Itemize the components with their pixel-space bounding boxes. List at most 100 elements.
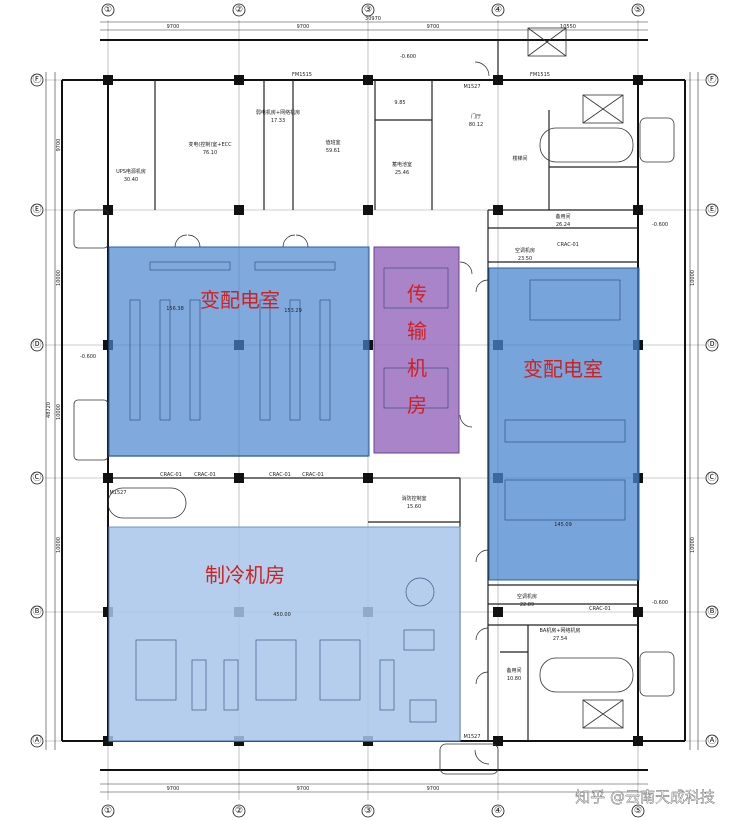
room-ba-name: BA机房+网络机房	[539, 627, 580, 634]
room-duty-name: 值班室	[325, 139, 340, 146]
zone-chiller	[108, 526, 461, 742]
room-comm-area: 17.33	[271, 118, 285, 124]
transmission-char-3: 机	[407, 356, 427, 380]
equipment	[129, 261, 626, 723]
axis-label-row-b-left: Ⓑ	[32, 606, 41, 617]
axis-label-row-e-right: Ⓔ	[707, 204, 716, 215]
elevation-top: -0.600	[400, 54, 416, 60]
dim-top-bay-1: 9700	[167, 24, 180, 30]
room-toilet-area: 9.85	[394, 100, 405, 106]
dim-left-span-3: 10000	[56, 404, 62, 420]
dim-right-span-2: 10000	[690, 537, 696, 553]
room-sw-left-area2: 153.29	[284, 308, 302, 314]
dim-top-bay-2: 9700	[297, 24, 310, 30]
zone-title-right-switchgear: 变配电室	[523, 357, 603, 381]
crac-label-e: CRAC-01	[557, 242, 579, 248]
room-fire-ctrl-area: 15.60	[407, 504, 421, 510]
axis-label-col-4-bottom: ④	[494, 806, 502, 816]
axis-label-row-c-right: Ⓒ	[707, 472, 716, 483]
room-chiller-area: 450.00	[273, 612, 291, 618]
room-ecc-name: 变电(控制)室+ECC	[188, 141, 232, 148]
axis-label-col-2-top: ②	[235, 5, 243, 15]
elevation-right-e: -0.600	[652, 222, 668, 228]
zone-title-chiller: 制冷机房	[205, 563, 285, 587]
zone-right-switchgear	[488, 267, 640, 581]
axis-label-col-2-bottom: ②	[235, 806, 243, 816]
dim-top-bay-3: 9700	[427, 24, 440, 30]
dim-top-bay-4: 10550	[560, 24, 576, 30]
crac-label-c: CRAC-01	[269, 472, 291, 478]
crac-label-a: CRAC-01	[160, 472, 182, 478]
transmission-char-1: 传	[407, 282, 427, 306]
door-label-m3: M1527	[463, 734, 480, 740]
axis-label-row-a-right: Ⓐ	[707, 735, 716, 746]
room-hall-name: 门厅	[471, 113, 481, 120]
axis-labels: ① ② ③ ④ ⑤ ① ② ③ ④ ⑤ Ⓕ Ⓔ Ⓓ Ⓒ Ⓑ Ⓐ Ⓕ Ⓔ Ⓓ Ⓒ …	[32, 5, 716, 816]
watermark: 知乎 @云南天成科技	[575, 788, 715, 806]
transmission-char-2: 输	[407, 319, 427, 343]
dim-left-span-4: 10000	[56, 537, 62, 553]
door-label-m2: M1527	[109, 490, 126, 496]
axis-label-row-e-left: Ⓔ	[32, 204, 41, 215]
dim-left-span-1: 9700	[56, 139, 62, 152]
dim-bottom-bay-2: 9700	[297, 786, 310, 792]
door-label-top-right: FM1515	[530, 72, 550, 78]
axis-label-col-1-bottom: ①	[104, 806, 112, 816]
axis-label-col-3-bottom: ③	[364, 806, 372, 816]
axis-label-row-f-left: Ⓕ	[32, 74, 41, 85]
axis-label-row-b-right: Ⓑ	[707, 606, 716, 617]
door-label-top: FM1515	[292, 72, 312, 78]
room-sw-right-area: 145.09	[554, 522, 572, 528]
axis-label-row-c-left: Ⓒ	[32, 472, 41, 483]
door-label-m1: M1527	[463, 84, 480, 90]
room-ba-area: 27.54	[553, 636, 567, 642]
room-hall-area: 80.12	[469, 122, 483, 128]
room-ecc-area: 76.10	[203, 150, 217, 156]
room-ac1-area: 23.50	[518, 256, 532, 262]
crac-label-d: CRAC-01	[302, 472, 324, 478]
dim-bottom-bay-3: 9700	[427, 786, 440, 792]
room-ups-area: 30.40	[124, 177, 138, 183]
room-ac2-area: 22.89	[520, 602, 534, 608]
room-sw-left-area: 156.38	[166, 306, 184, 312]
axis-label-row-d-left: Ⓓ	[32, 339, 41, 350]
room-battery-area: 25.46	[395, 170, 409, 176]
room-ac2-name: 空调机房	[517, 593, 537, 600]
axis-markers	[30, 3, 719, 818]
transmission-char-4: 房	[407, 393, 427, 417]
room-ups-name: UPS电源机房	[116, 168, 146, 175]
crac-label-b: CRAC-01	[194, 472, 216, 478]
axis-label-row-d-right: Ⓓ	[707, 339, 716, 350]
room-store-area: 26.24	[556, 222, 570, 228]
zone-title-transmission: 传 输 机 房	[407, 282, 427, 417]
doors	[174, 61, 490, 765]
room-store2-name: 备用间	[506, 667, 521, 674]
axis-label-row-f-right: Ⓕ	[707, 74, 716, 85]
elevation-left-d: -0.600	[80, 354, 96, 360]
axis-label-col-1-top: ①	[104, 5, 112, 15]
axis-label-col-3-top: ③	[364, 5, 372, 15]
axis-label-row-a-left: Ⓐ	[32, 735, 41, 746]
dim-top-overall: 30970	[365, 16, 381, 22]
room-store2-area: 10.80	[507, 676, 521, 682]
dim-left-span-2: 10000	[56, 270, 62, 286]
axis-label-col-5-top: ⑤	[634, 5, 642, 15]
room-stair-label: 楼梯间	[512, 155, 527, 162]
zone-left-switchgear	[108, 246, 370, 457]
zone-transmission	[373, 246, 460, 454]
room-fire-ctrl-name: 消防控制室	[401, 495, 426, 502]
room-ac1-name: 空调机房	[515, 247, 535, 254]
room-duty-area: 59.61	[326, 148, 340, 154]
crac-label-f: CRAC-01	[589, 606, 611, 612]
dimension-text: 9700 9700 9700 10550 30970 9700 9700 970…	[46, 16, 696, 792]
dim-left-overall: 48720	[46, 402, 52, 418]
dim-bottom-bay-1: 9700	[167, 786, 180, 792]
room-battery-name: 蓄电池室	[392, 161, 412, 168]
zone-title-left-switchgear: 变配电室	[200, 288, 280, 312]
dimension-lines	[45, 21, 699, 793]
axis-label-col-4-top: ④	[494, 5, 502, 15]
dim-right-span-1: 10000	[690, 270, 696, 286]
stairs	[73, 27, 675, 775]
axis-label-col-5-bottom: ⑤	[634, 806, 642, 816]
